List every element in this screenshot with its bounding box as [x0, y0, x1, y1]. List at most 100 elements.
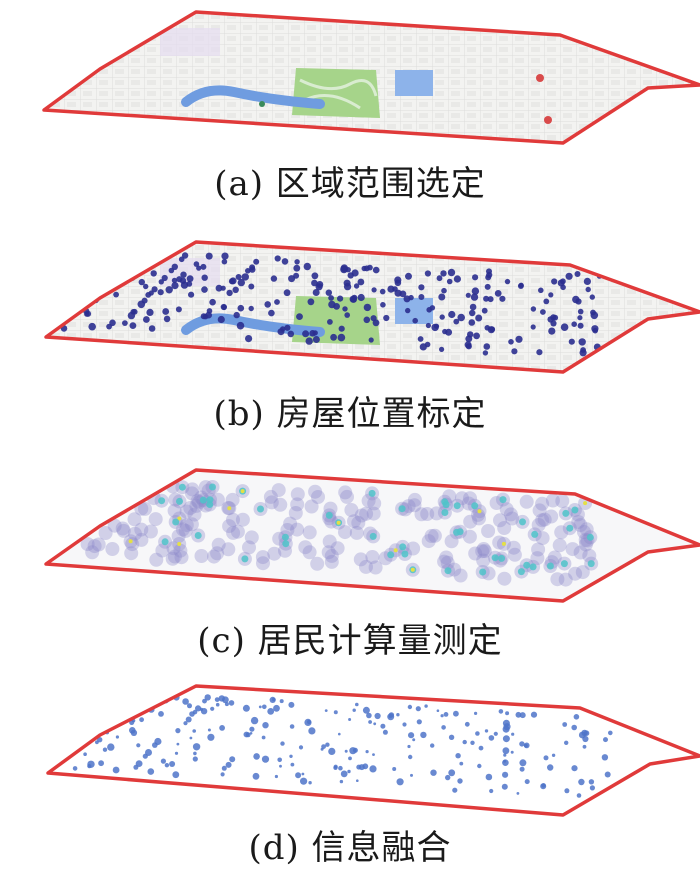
- fused-point: [372, 753, 375, 756]
- fused-point: [524, 779, 530, 785]
- fused-point: [258, 705, 262, 709]
- house-point: [508, 339, 514, 345]
- house-point: [471, 287, 480, 295]
- heat-peak: [336, 520, 341, 525]
- heat-halo: [472, 511, 486, 526]
- fused-point: [352, 747, 358, 753]
- house-point: [106, 323, 112, 330]
- heat-core: [398, 505, 406, 513]
- heat-halo: [87, 539, 102, 554]
- heat-halo: [85, 545, 100, 560]
- heat-halo: [290, 497, 305, 512]
- heat-halo: [555, 494, 570, 508]
- house-point: [127, 311, 136, 320]
- house-point: [425, 322, 431, 329]
- heat-halo: [173, 543, 188, 558]
- panel-a-base-map: [42, 10, 700, 145]
- house-point: [417, 336, 424, 342]
- heat-halo: [105, 542, 120, 556]
- fused-point: [562, 722, 568, 727]
- heat-halo: [187, 507, 202, 522]
- house-point: [340, 264, 349, 273]
- heat-core: [517, 568, 525, 576]
- fused-point: [573, 714, 580, 720]
- heat-halo: [497, 521, 512, 535]
- house-point: [580, 347, 586, 353]
- fused-point: [511, 732, 515, 736]
- heat-halo: [226, 512, 240, 527]
- house-point: [350, 296, 357, 303]
- fused-point: [249, 726, 255, 732]
- house-point: [577, 315, 583, 321]
- house-point: [253, 258, 260, 265]
- heat-core: [158, 497, 166, 505]
- heat-halo: [368, 560, 383, 575]
- heat-halo: [225, 492, 240, 507]
- fused-point: [470, 740, 475, 745]
- fused-point: [87, 764, 92, 769]
- fused-point: [242, 704, 250, 712]
- heat-halo: [535, 513, 550, 528]
- heat-peak: [477, 509, 482, 514]
- house-point: [236, 321, 245, 330]
- house-point: [357, 278, 365, 286]
- heat-halo: [166, 541, 181, 556]
- house-point: [186, 275, 194, 283]
- house-point: [540, 309, 546, 315]
- fused-point: [392, 767, 397, 771]
- fused-point: [348, 756, 352, 761]
- house-point: [303, 262, 311, 271]
- heat-halo: [579, 522, 594, 537]
- fused-point-layer: [72, 694, 613, 798]
- house-point: [337, 333, 346, 342]
- fused-point: [464, 721, 470, 727]
- fused-point: [516, 792, 520, 795]
- fused-point: [510, 750, 514, 754]
- house-point: [176, 276, 183, 283]
- heat-halo: [174, 550, 189, 565]
- fused-point: [340, 770, 348, 778]
- fused-point: [493, 731, 498, 736]
- fused-point: [348, 718, 352, 721]
- house-point: [547, 316, 554, 323]
- fused-point: [436, 709, 440, 712]
- fused-point: [333, 710, 338, 715]
- heat-halo: [324, 554, 339, 569]
- heat-halo: [98, 526, 113, 540]
- heat-core: [401, 550, 409, 558]
- house-point: [148, 325, 156, 332]
- heat-halo: [455, 491, 469, 506]
- fused-point: [152, 742, 158, 748]
- fused-point: [387, 713, 395, 721]
- house-point: [568, 338, 575, 345]
- house-point: [363, 303, 372, 312]
- house-point: [312, 330, 318, 336]
- fused-point: [182, 698, 189, 705]
- house-point: [163, 315, 171, 323]
- heat-halo: [155, 543, 170, 558]
- house-point: [175, 306, 182, 313]
- house-point: [511, 348, 518, 355]
- heat-halo: [497, 571, 512, 586]
- region-boundary: [44, 240, 700, 374]
- heat-core: [368, 489, 376, 497]
- fused-point: [262, 722, 269, 729]
- heat-halo: [302, 525, 317, 540]
- house-point: [84, 311, 90, 317]
- heat-halo: [264, 495, 279, 510]
- house-point: [448, 310, 456, 319]
- region-boundary: [42, 10, 700, 145]
- house-point: [196, 265, 202, 271]
- house-point: [494, 290, 502, 297]
- fused-point: [424, 704, 428, 708]
- heat-core: [546, 562, 554, 570]
- heat-halo: [127, 526, 142, 541]
- heat-halo: [298, 540, 313, 555]
- house-point: [283, 289, 291, 297]
- house-point: [151, 286, 158, 293]
- fused-point: [420, 731, 427, 739]
- heat-halo: [210, 546, 225, 561]
- house-point: [274, 299, 280, 305]
- heat-halo: [115, 521, 130, 536]
- heat-halo: [492, 535, 507, 550]
